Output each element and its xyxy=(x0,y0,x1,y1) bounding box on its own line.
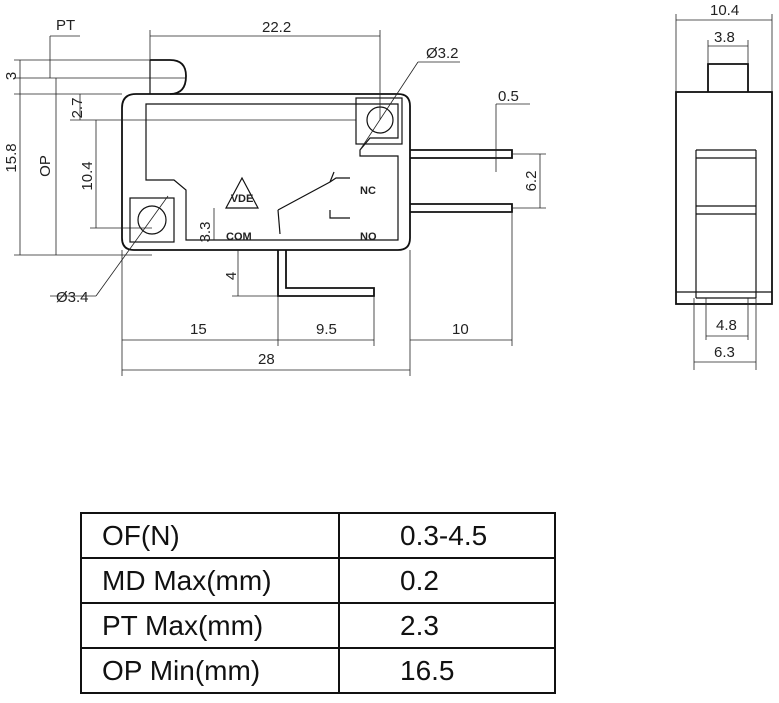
dim-op: OP xyxy=(37,155,54,177)
spec-value: 0.2 xyxy=(338,557,556,604)
spec-value: 0.3-4.5 xyxy=(338,512,556,559)
internal-contact-lever xyxy=(277,177,350,211)
switch-side-view xyxy=(675,63,773,305)
dim-3-8: 3.8 xyxy=(714,29,735,46)
terminal-nc xyxy=(410,149,513,159)
dim-3-3: 3.3 xyxy=(197,222,214,243)
dim-15-8: 15.8 xyxy=(3,143,20,172)
no-label: NO xyxy=(360,231,377,243)
mounting-hole-left xyxy=(129,197,175,243)
dim-28: 28 xyxy=(258,351,275,368)
dim-pt: PT xyxy=(56,17,75,34)
spec-label: OP Min(mm) xyxy=(80,647,340,694)
table-row: PT Max(mm) 2.3 xyxy=(80,602,556,649)
spec-label: PT Max(mm) xyxy=(80,602,340,649)
spec-value: 16.5 xyxy=(338,647,556,694)
dim-hole-3-2: Ø3.2 xyxy=(426,45,459,62)
dim-10-4-top: 10.4 xyxy=(710,2,739,19)
dim-6-3: 6.3 xyxy=(714,344,735,361)
actuator-lever xyxy=(150,59,187,95)
dimension-lines xyxy=(14,30,546,376)
dim-4-8: 4.8 xyxy=(716,317,737,334)
housing-inner-outline xyxy=(145,103,399,241)
table-row: OF(N) 0.3-4.5 xyxy=(80,512,556,559)
table-row: MD Max(mm) 0.2 xyxy=(80,557,556,604)
terminal-no xyxy=(410,203,513,213)
dimension-labels: 22.2 PT Ø3.2 0.5 Ø3.4 15 9.5 10 28 3 15.… xyxy=(3,17,540,368)
dim-22-2: 22.2 xyxy=(262,19,291,36)
spec-value: 2.3 xyxy=(338,602,556,649)
logo-text: VDE xyxy=(231,193,254,205)
dim-10: 10 xyxy=(452,321,469,338)
vde-logo: VDE xyxy=(225,176,259,209)
dim-3: 3 xyxy=(3,72,20,80)
dim-4: 4 xyxy=(223,272,240,280)
dim-2-7: 2.7 xyxy=(69,98,86,119)
dim-10-4-side: 10.4 xyxy=(79,161,96,190)
table-row: OP Min(mm) 16.5 xyxy=(80,647,556,694)
dim-hole-3-4: Ø3.4 xyxy=(56,289,89,306)
switch-front-view: VDE NC NO COM xyxy=(121,59,513,297)
switch-housing xyxy=(121,93,411,251)
side-actuator xyxy=(707,63,749,92)
switch-drawing: VDE NC NO COM xyxy=(3,2,773,376)
dim-6-2: 6.2 xyxy=(523,171,540,192)
nc-label: NC xyxy=(360,185,376,197)
dim-15: 15 xyxy=(190,321,207,338)
dim-0-5: 0.5 xyxy=(498,88,519,105)
terminal-com xyxy=(277,250,375,297)
spec-label: MD Max(mm) xyxy=(80,557,340,604)
side-housing xyxy=(675,91,773,305)
spec-table: OF(N) 0.3-4.5 MD Max(mm) 0.2 PT Max(mm) … xyxy=(80,512,556,694)
dim-9-5: 9.5 xyxy=(316,321,337,338)
spec-label: OF(N) xyxy=(80,512,340,559)
com-label: COM xyxy=(226,231,252,243)
side-dimension-lines xyxy=(675,14,773,370)
side-dimension-labels: 10.4 3.8 4.8 6.3 xyxy=(710,2,739,361)
